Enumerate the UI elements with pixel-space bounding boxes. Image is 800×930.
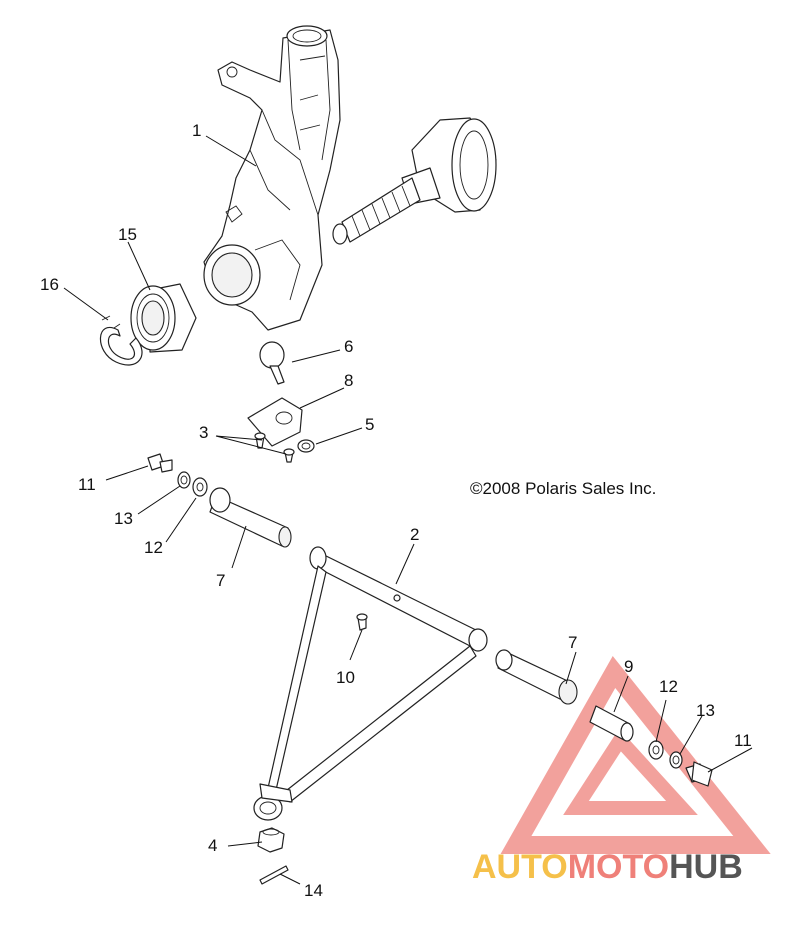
callout-6: 6 bbox=[344, 337, 353, 356]
right-washer-13 bbox=[669, 751, 683, 769]
callout-1: 1 bbox=[192, 121, 201, 140]
callout-15: 15 bbox=[118, 225, 137, 244]
right-bushing bbox=[495, 649, 578, 705]
callout-9: 9 bbox=[624, 657, 633, 676]
callout-12b: 12 bbox=[659, 677, 678, 696]
callout-11b: 11 bbox=[734, 731, 752, 750]
callout-16: 16 bbox=[40, 275, 59, 294]
rivets bbox=[254, 432, 295, 463]
left-washer-12 bbox=[192, 477, 208, 497]
wheel-bearing bbox=[130, 283, 197, 353]
left-washer-13 bbox=[177, 471, 191, 489]
castle-nut bbox=[257, 827, 285, 853]
callout-12a: 12 bbox=[144, 538, 163, 557]
callout-5: 5 bbox=[365, 415, 374, 434]
callout-4: 4 bbox=[208, 836, 217, 855]
ball-joint-plate bbox=[247, 397, 303, 447]
a-arm bbox=[253, 546, 488, 821]
callout-labels: 1 2 3 4 5 6 7 7 8 9 10 11 11 12 12 13 13… bbox=[40, 121, 752, 900]
grease-fitting bbox=[356, 613, 368, 631]
watermark-hub: HUB bbox=[669, 848, 743, 886]
watermark-logo bbox=[500, 655, 771, 854]
callout-2: 2 bbox=[410, 525, 419, 544]
callout-14: 14 bbox=[304, 881, 323, 900]
left-bolt bbox=[147, 453, 173, 473]
sleeve-9 bbox=[589, 705, 634, 742]
watermark-moto: MOTO bbox=[568, 848, 669, 886]
cv-joint-stub bbox=[332, 117, 497, 245]
watermark-wordmark: AUTOMOTOHUB bbox=[472, 848, 743, 886]
right-bolt bbox=[685, 761, 713, 787]
callout-11a: 11 bbox=[78, 475, 96, 494]
callout-7b: 7 bbox=[568, 633, 577, 652]
callout-7a: 7 bbox=[216, 571, 225, 590]
watermark-auto: AUTO bbox=[472, 848, 568, 886]
right-washer-12 bbox=[648, 740, 664, 760]
left-bushing bbox=[209, 487, 292, 548]
ball-joint bbox=[259, 341, 285, 385]
callout-8: 8 bbox=[344, 371, 353, 390]
callout-13b: 13 bbox=[696, 701, 715, 720]
callout-13a: 13 bbox=[114, 509, 133, 528]
retaining-clip bbox=[297, 439, 315, 453]
copyright-notice: ©2008 Polaris Sales Inc. bbox=[470, 479, 656, 498]
callout-10: 10 bbox=[336, 668, 355, 687]
spindle-knuckle bbox=[203, 25, 341, 331]
callout-3: 3 bbox=[199, 423, 208, 442]
cotter-pin bbox=[259, 865, 289, 885]
leader-lines bbox=[63, 135, 753, 885]
